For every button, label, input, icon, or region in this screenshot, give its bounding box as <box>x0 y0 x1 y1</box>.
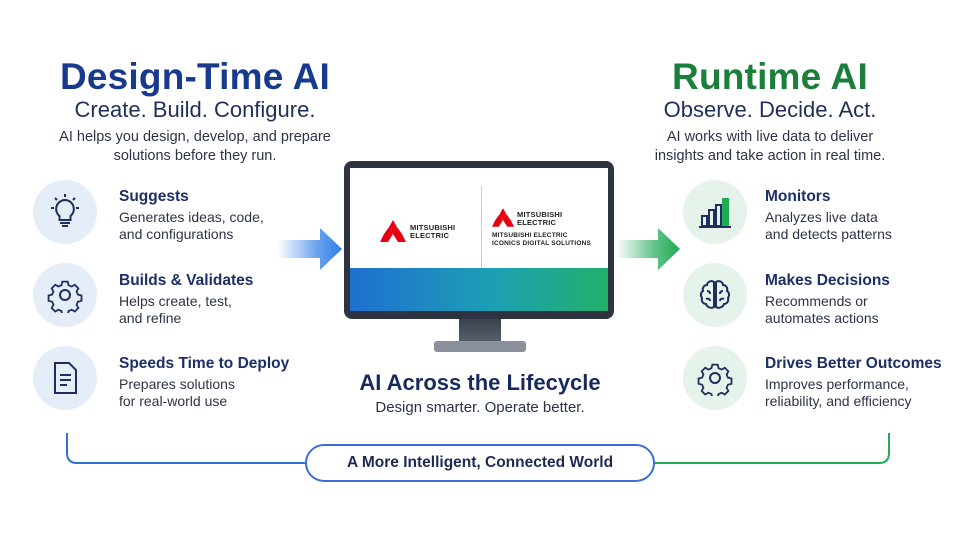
logo-right-line: ELECTRIC <box>517 218 557 227</box>
center-title: AI Across the Lifecycle <box>359 370 601 395</box>
suggests-icon-circle <box>33 180 97 244</box>
feature-desc-line: and configurations <box>119 226 234 242</box>
mitsubishi-logo-mark-right <box>492 208 514 227</box>
logo-caption-line: MITSUBISHI ELECTRIC <box>492 232 568 239</box>
feature-title-deploy: Speeds Time to Deploy <box>119 355 290 372</box>
document-icon <box>54 362 77 394</box>
center-subtitle: Design smarter. Operate better. <box>375 399 585 416</box>
feature-desc-line: for real-world use <box>119 393 228 409</box>
feature-desc-line: Helps create, test, <box>119 293 232 309</box>
feature-title-suggests: Suggests <box>119 188 189 205</box>
left-description: AI helps you design, develop, and prepar… <box>0 128 390 166</box>
feature-desc-line: Analyzes live data <box>765 209 878 225</box>
decisions-icon-circle <box>683 263 747 327</box>
feature-desc-monitors: Analyzes live data and detects patterns <box>765 209 892 243</box>
footer-label: A More Intelligent, Connected World <box>346 454 614 471</box>
monitor-frame: MITSUBISHI ELECTRIC MITSUBISHI ELECTRIC … <box>344 161 614 319</box>
feature-title-outcomes: Drives Better Outcomes <box>765 355 942 372</box>
logo-right-line: MITSUBISHI <box>517 210 563 219</box>
bar-chart-icon <box>699 198 731 228</box>
right-subtitle: Observe. Decide. Act. <box>663 97 877 122</box>
right-description: AI works with live data to deliver insig… <box>575 128 960 166</box>
feature-desc-decisions: Recommends or automates actions <box>765 293 879 327</box>
logo-caption-line: ICONICS DIGITAL SOLUTIONS <box>492 240 592 247</box>
feature-desc-builds: Helps create, test, and refine <box>119 293 232 327</box>
monitor-stand <box>434 341 526 352</box>
logo-left-line: ELECTRIC <box>410 231 450 240</box>
gear-icon <box>697 363 733 396</box>
feature-desc-line: Generates ideas, code, <box>119 209 264 225</box>
right-description-line-1: AI works with live data to deliver <box>666 129 874 145</box>
right-title: Runtime AI <box>672 56 868 97</box>
feature-title-monitors: Monitors <box>765 188 831 205</box>
feature-desc-outcomes: Improves performance, reliability, and e… <box>765 376 912 410</box>
left-description-line-2: solutions before they run. <box>113 148 277 164</box>
mitsubishi-logo-mark <box>380 220 406 242</box>
monitor-screen: MITSUBISHI ELECTRIC MITSUBISHI ELECTRIC … <box>350 168 608 311</box>
monitors-icon-circle <box>683 180 747 244</box>
feature-desc-line: and refine <box>119 310 182 326</box>
lifecycle-connector <box>66 433 890 464</box>
right-description-line-2: insights and take action in real time. <box>654 148 886 164</box>
feature-desc-line: reliability, and efficiency <box>765 393 912 409</box>
feature-desc-deploy: Prepares solutions for real-world use <box>119 376 235 410</box>
left-description-line-1: AI helps you design, develop, and prepar… <box>59 129 331 145</box>
gear-icon <box>47 280 83 313</box>
builds-icon-circle <box>33 263 97 327</box>
right-arrow-icon-blue <box>278 228 342 270</box>
footer-pill: A More Intelligent, Connected World <box>305 444 655 482</box>
feature-desc-line: Recommends or <box>765 293 868 309</box>
brain-icon <box>699 280 731 309</box>
feature-desc-line: and detects patterns <box>765 226 892 242</box>
feature-desc-line: automates actions <box>765 310 879 326</box>
right-arrow-icon-green <box>616 228 680 270</box>
screen-divider <box>481 186 482 268</box>
left-title: Design-Time AI <box>59 56 331 97</box>
deploy-icon-circle <box>33 346 97 410</box>
feature-desc-suggests: Generates ideas, code, and configuration… <box>119 209 264 243</box>
logo-right-text: MITSUBISHI ELECTRIC <box>517 211 562 227</box>
logo-left-text: MITSUBISHI ELECTRIC <box>410 224 455 240</box>
lightbulb-icon <box>51 194 79 227</box>
feature-title-decisions: Makes Decisions <box>765 272 890 289</box>
logo-left-line: MITSUBISHI <box>410 223 456 232</box>
feature-desc-line: Prepares solutions <box>119 376 235 392</box>
feature-title-builds: Builds & Validates <box>119 272 254 289</box>
outcomes-icon-circle <box>683 346 747 410</box>
logo-right-caption: MITSUBISHI ELECTRIC ICONICS DIGITAL SOLU… <box>492 232 591 248</box>
left-subtitle: Create. Build. Configure. <box>74 97 316 122</box>
screen-gradient-bar <box>350 268 608 311</box>
feature-desc-line: Improves performance, <box>765 376 909 392</box>
monitor-neck <box>459 319 501 343</box>
